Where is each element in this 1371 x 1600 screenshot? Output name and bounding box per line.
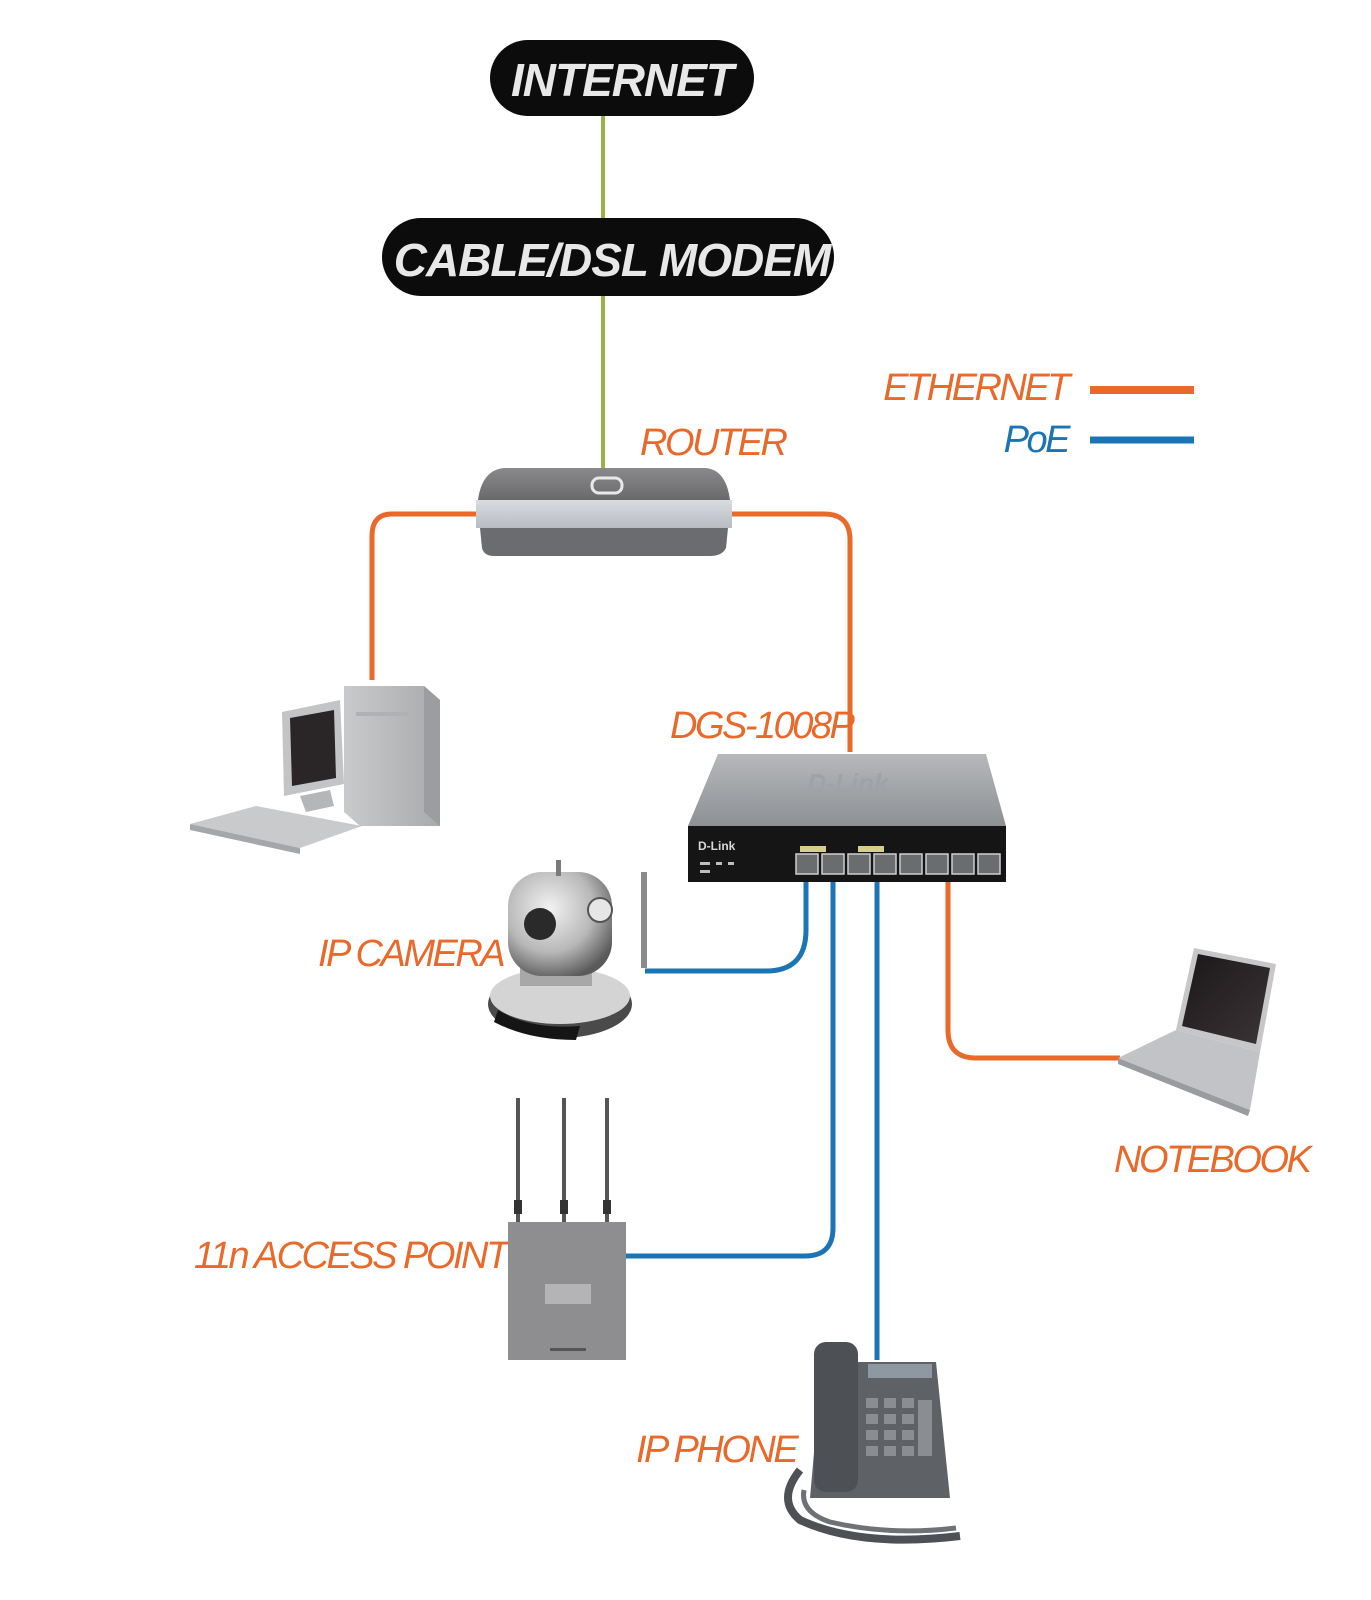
cable-switch-notebook xyxy=(945,880,1120,1061)
internet-label: INTERNET xyxy=(511,54,738,106)
router-icon xyxy=(476,468,732,556)
notebook-label: NOTEBOOK xyxy=(1114,1139,1314,1181)
switch-front-brand: D-Link xyxy=(698,839,736,853)
node-modem: CABLE/DSL MODEM xyxy=(382,218,834,296)
switch-label: DGS-1008P xyxy=(670,705,856,747)
node-ip-camera[interactable]: IP CAMERA xyxy=(318,860,647,1040)
node-switch[interactable]: DGS-1008P D-Link D-Link xyxy=(670,705,1006,882)
ip-camera-icon xyxy=(488,860,647,1040)
legend: ETHERNET PoE xyxy=(883,367,1194,461)
modem-label: CABLE/DSL MODEM xyxy=(394,234,833,286)
ip-camera-label: IP CAMERA xyxy=(318,933,504,975)
node-router[interactable]: ROUTER xyxy=(476,422,790,556)
router-label: ROUTER xyxy=(640,422,788,464)
node-notebook[interactable]: NOTEBOOK xyxy=(1114,948,1316,1181)
access-point-label: 11n ACCESS POINT xyxy=(194,1235,512,1277)
legend-ethernet-label: ETHERNET xyxy=(883,367,1073,409)
node-access-point[interactable]: 11n ACCESS POINT xyxy=(194,1098,626,1360)
modem-pill xyxy=(382,218,834,296)
legend-poe-label: PoE xyxy=(1004,419,1071,461)
cable-switch-camera xyxy=(645,880,809,974)
switch-top-brand: D-Link xyxy=(808,768,890,798)
internet-pill xyxy=(490,40,754,116)
switch-icon: D-Link D-Link xyxy=(688,754,1006,882)
ip-phone-icon xyxy=(784,1342,961,1544)
cable-switch-ap xyxy=(622,880,836,1259)
notebook-icon xyxy=(1118,948,1276,1116)
desktop-computer-icon xyxy=(190,686,440,854)
node-ip-phone[interactable]: IP PHONE xyxy=(636,1342,961,1544)
cable-router-desktop xyxy=(369,511,478,680)
node-desktop[interactable] xyxy=(190,686,440,854)
cable-router-switch xyxy=(728,511,853,752)
ip-phone-label: IP PHONE xyxy=(636,1429,799,1471)
switch-ports xyxy=(795,846,1001,875)
access-point-icon xyxy=(508,1098,626,1360)
cables xyxy=(369,112,1120,1360)
node-internet: INTERNET xyxy=(490,40,754,116)
